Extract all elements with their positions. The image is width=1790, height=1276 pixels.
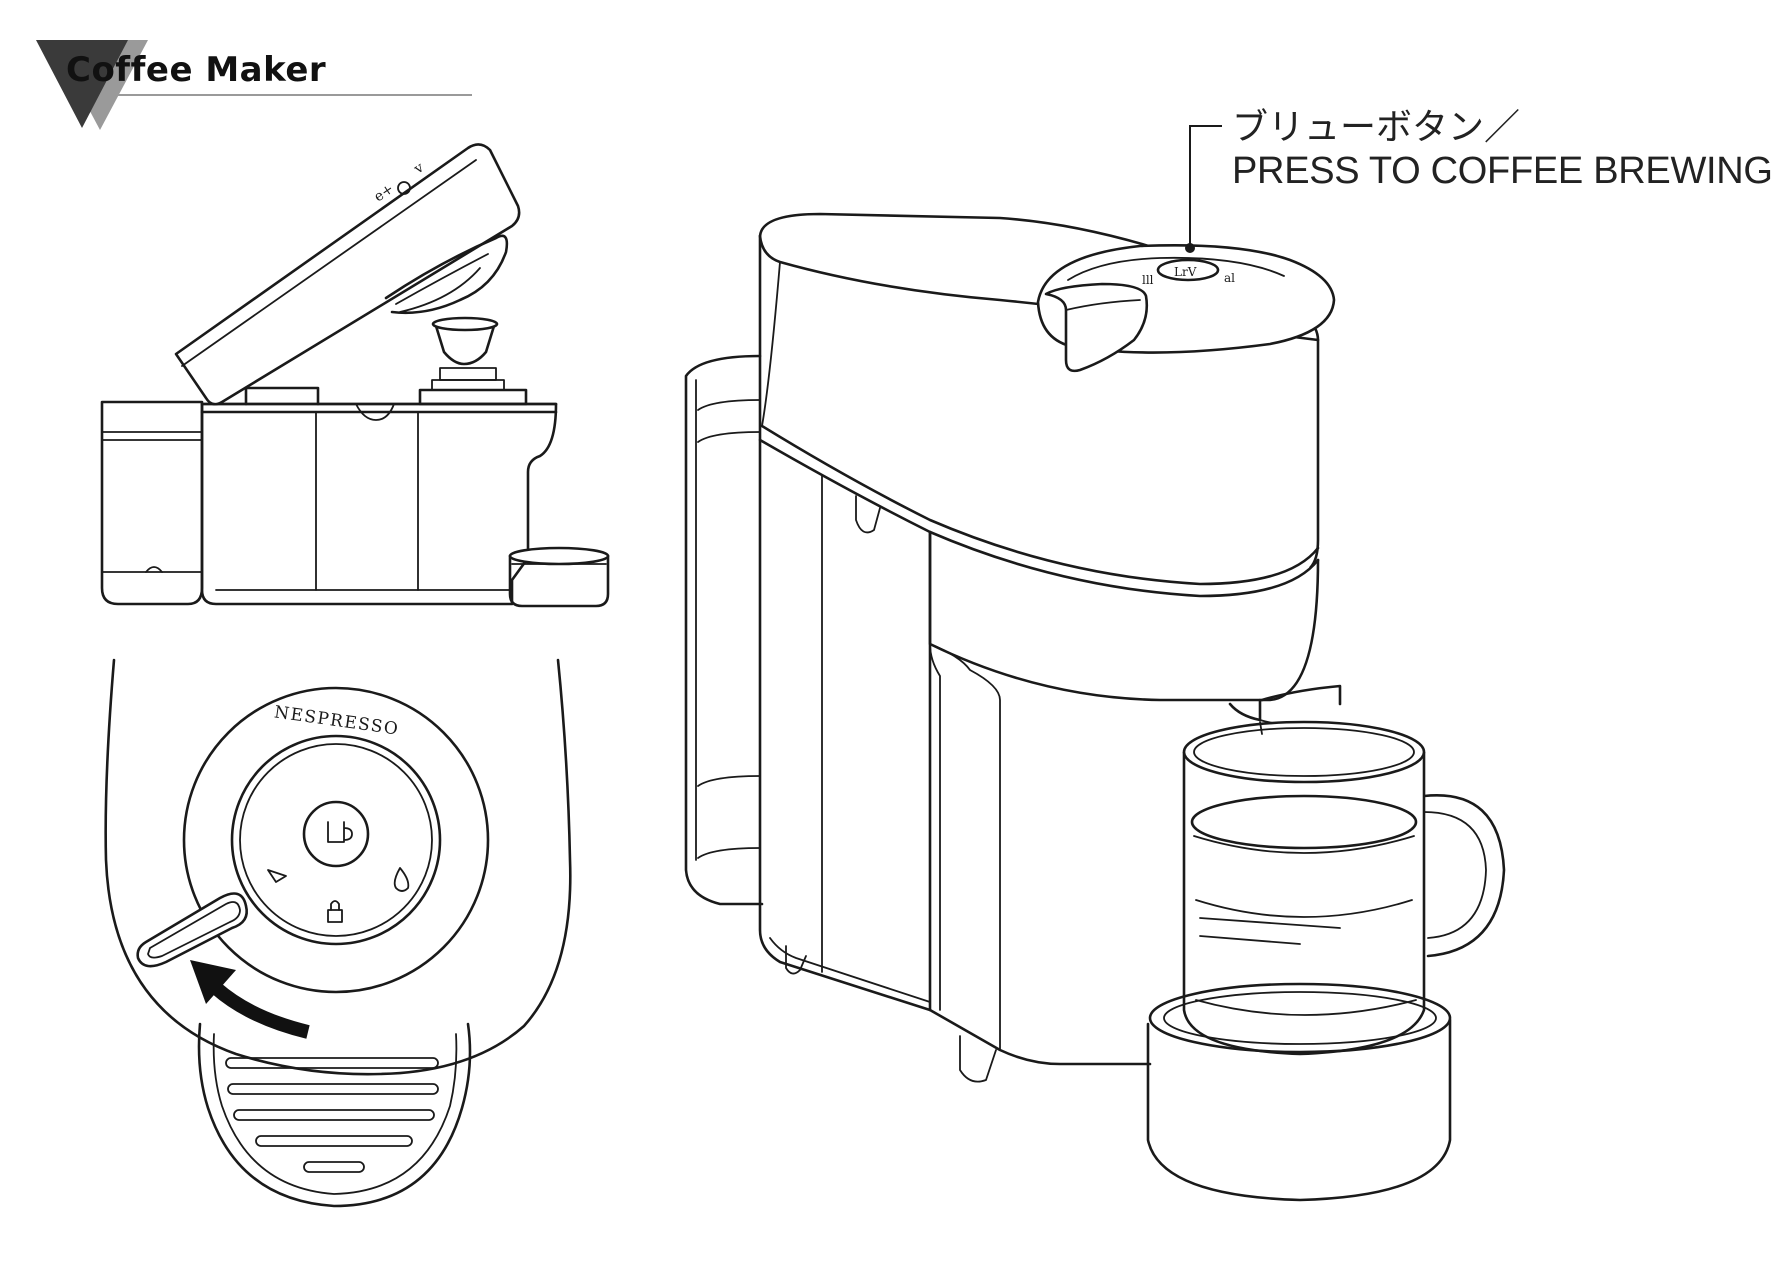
drip-tray-side [508, 546, 610, 608]
svg-text:v: v [410, 160, 426, 178]
drip-tray [1146, 982, 1452, 1202]
svg-text:LrV: LrV [1174, 265, 1197, 279]
water-tank-side [100, 400, 204, 606]
open-lid-illustration: e+ v [100, 143, 610, 608]
brew-button-label-jp: ブリューボタン／ [1232, 107, 1521, 148]
brew-button-label-en: PRESS TO COFFEE BREWING [1232, 150, 1773, 192]
header-badge [36, 40, 472, 130]
brew-button-top [302, 800, 370, 868]
page-title: Coffee Maker [66, 50, 327, 90]
capsule-holder [418, 367, 528, 406]
spout [1228, 684, 1342, 725]
top-view-illustration: NESPRESSO [104, 658, 572, 1208]
callout-leader [1185, 125, 1222, 253]
drip-tray-top [197, 1022, 472, 1208]
opening-lever [136, 892, 248, 968]
open-lid-head: e+ v [174, 143, 521, 406]
rotation-arrow [190, 960, 310, 1039]
glass-mug [1182, 720, 1506, 1056]
machine-base-side [200, 386, 558, 606]
water-drop-icon [393, 867, 410, 892]
head-top: NESPRESSO [182, 686, 490, 994]
badge-dark-triangle [36, 40, 128, 128]
lock-icon [327, 900, 343, 923]
control-dome: LrV lll al [1036, 243, 1336, 373]
water-tank [684, 354, 764, 906]
capsule [431, 316, 499, 366]
brew-button-icon-small [397, 181, 411, 195]
cup-icon: lll [1142, 273, 1154, 287]
main-machine-illustration: LrV lll al [684, 125, 1506, 1202]
capsule-icon [267, 869, 287, 883]
drop-icon: al [1224, 271, 1235, 285]
brew-button [1156, 258, 1220, 282]
